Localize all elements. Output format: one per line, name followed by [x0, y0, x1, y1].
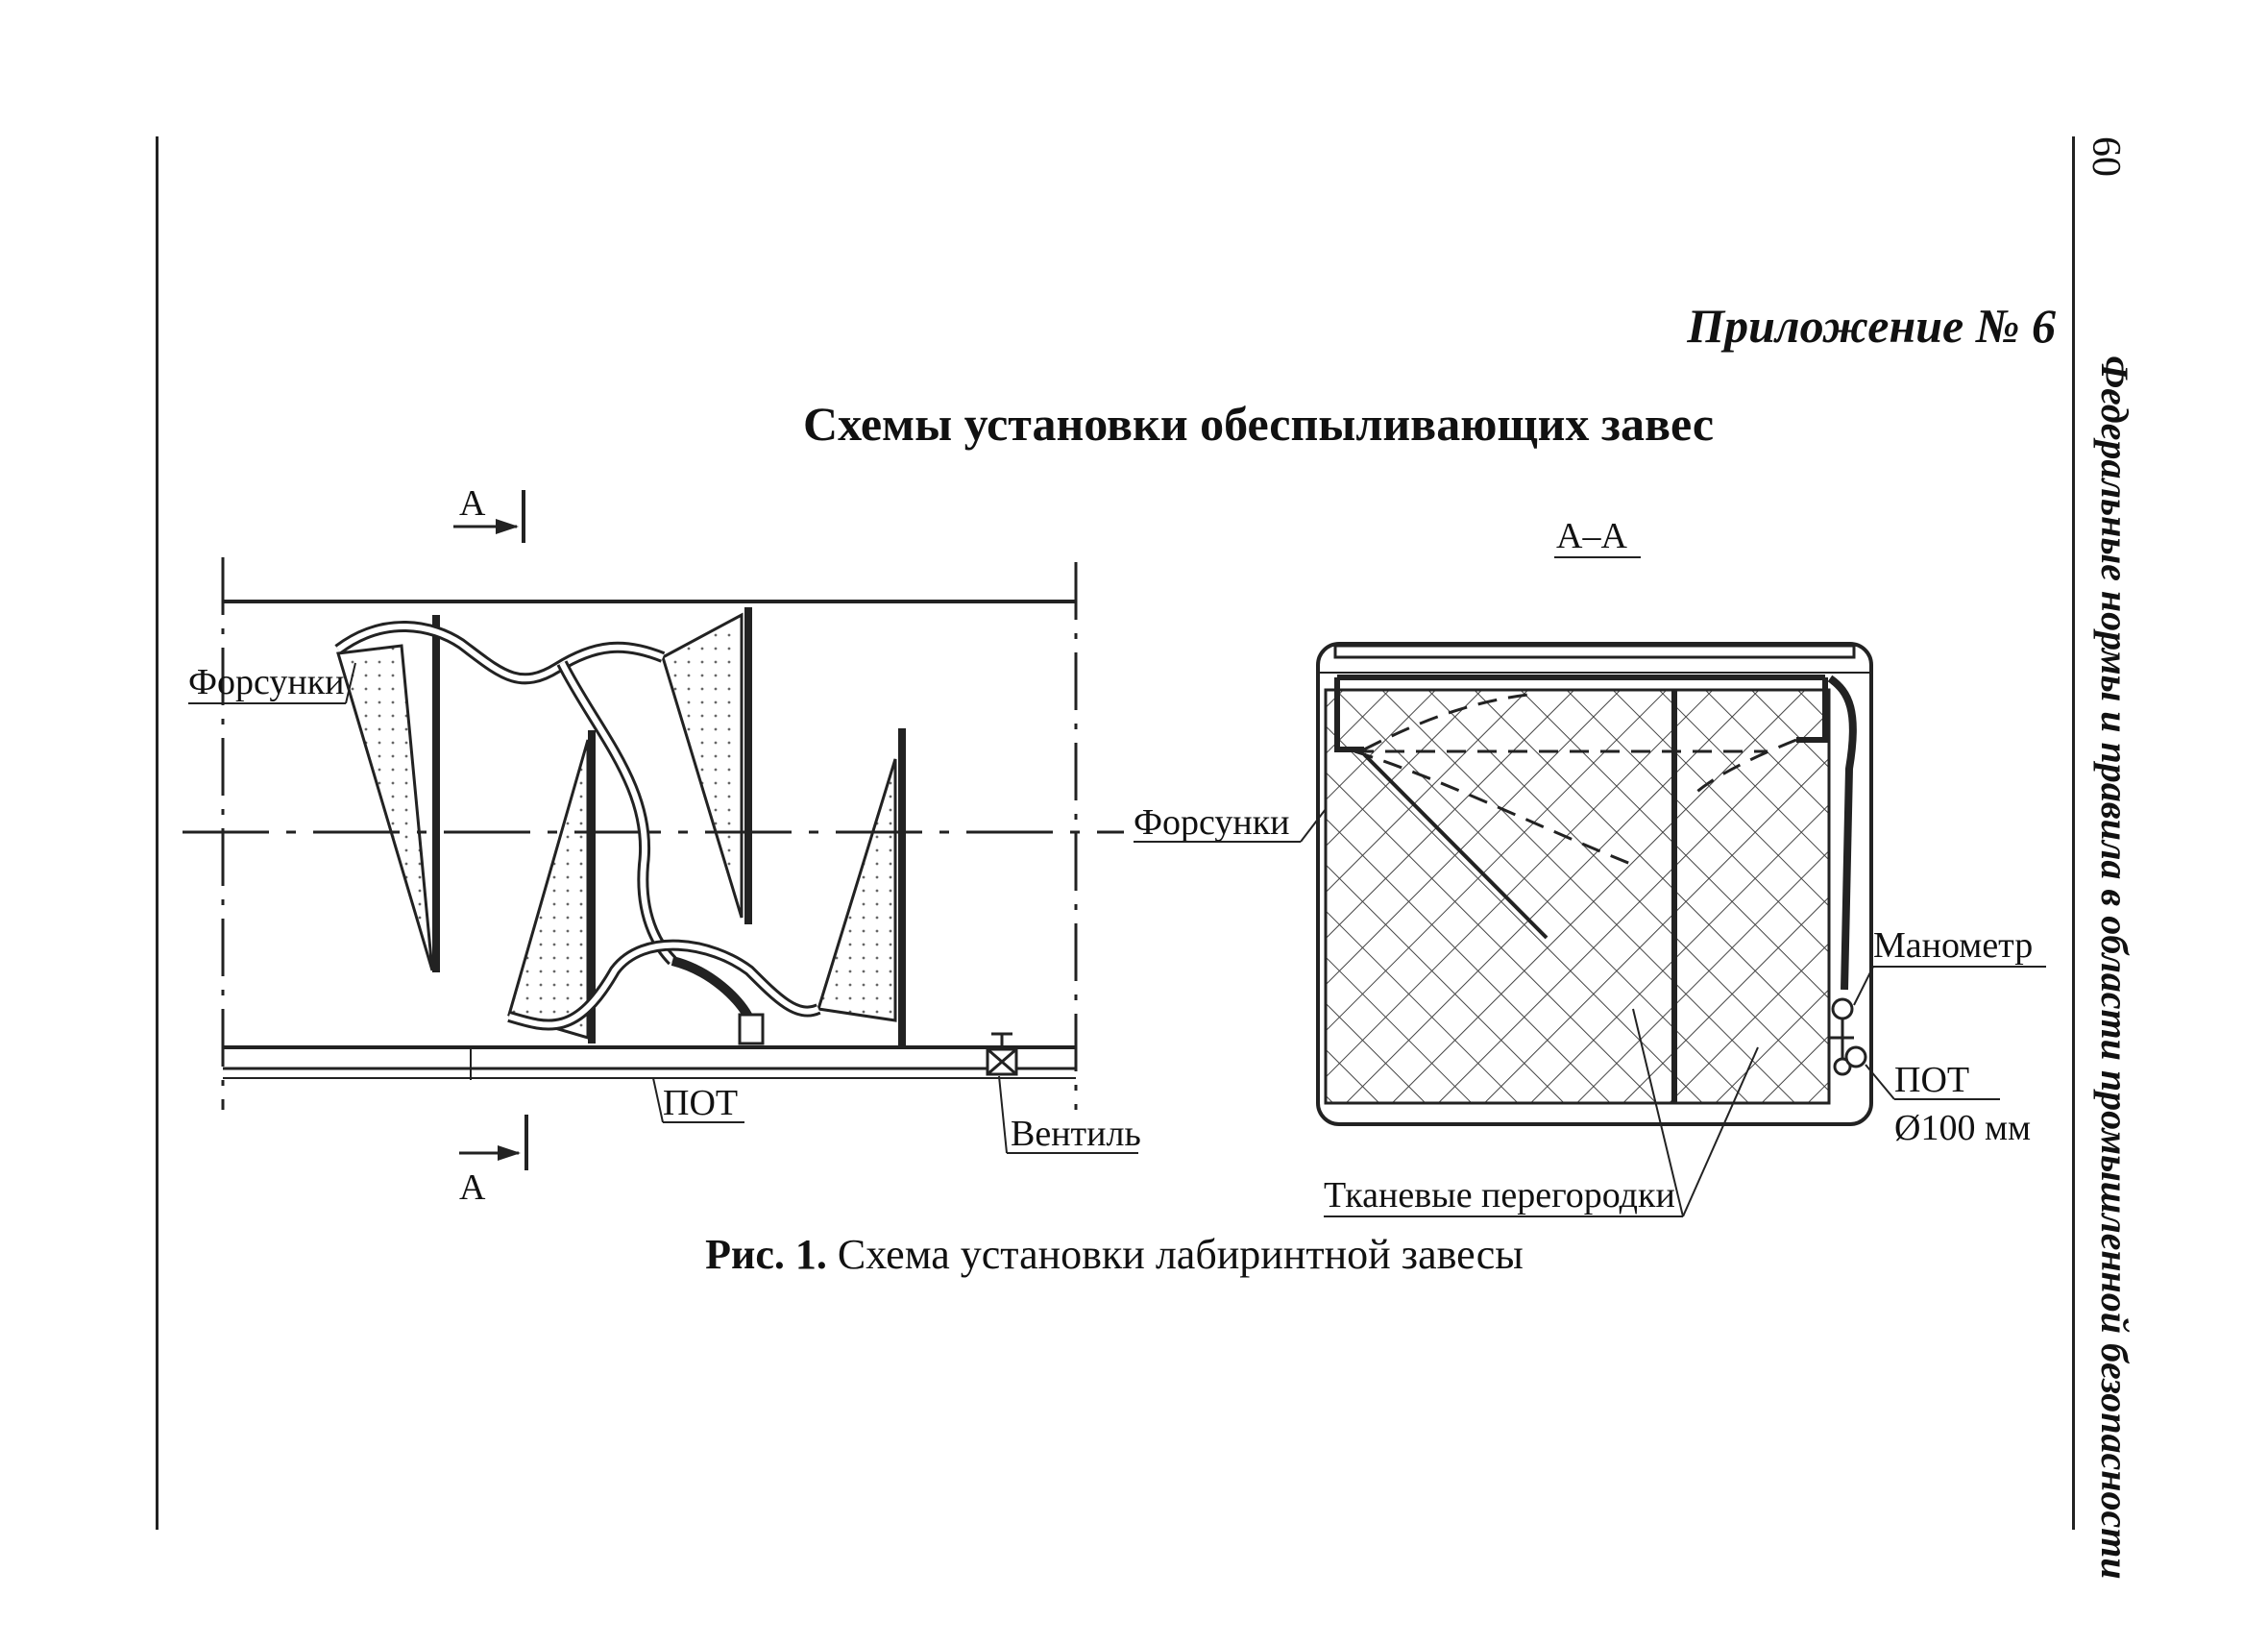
running-title: Федеральные нормы и правила в области пр… [2093, 356, 2136, 1580]
pipe-diameter-label: Ø100 мм [1894, 1108, 2031, 1148]
page-number: 60 [2084, 136, 2128, 177]
section-view: А–А Форсунки [1134, 516, 2046, 1217]
plan-valve-label: Вентиль [1011, 1114, 1141, 1154]
appendix-label: Приложение № 6 [1687, 299, 2056, 353]
section-mark-top: А [453, 483, 525, 543]
plan-pipe-label: ПОТ [663, 1083, 738, 1123]
nozzle-jet [1362, 752, 1549, 940]
gauge-label: Манометр [1873, 925, 2033, 966]
partitions-label: Тканевые перегородки [1324, 1175, 1675, 1215]
section-mark-top-label: А [459, 483, 486, 524]
section-title: А–А [1556, 516, 1627, 556]
figure-caption-text: Схема установки лабиринтной завесы [826, 1231, 1524, 1278]
valve-icon [986, 1032, 1018, 1076]
section-heading: Схемы установки обеспыливающих завес [802, 397, 1715, 451]
partition-2 [744, 607, 752, 924]
spray-cone-2 [661, 612, 744, 919]
section-nozzles-label: Форсунки [1134, 802, 1290, 843]
section-pipe-label: ПОТ [1894, 1060, 1969, 1100]
partition-1 [432, 615, 440, 972]
spray-cone-3 [507, 739, 590, 1041]
section-mark-bottom-label: А [459, 1167, 486, 1208]
partition-4 [898, 728, 906, 1045]
spray-cone-4 [817, 758, 897, 1022]
partition-3 [588, 730, 596, 1043]
riser-pipe [1827, 675, 1857, 991]
section-mark-bottom: А [459, 1115, 528, 1208]
plan-nozzles-label: Форсунки [188, 662, 345, 702]
plan-view: А А Форсунки ПОТ Вентиль [183, 483, 1141, 1208]
page-left-rule [156, 136, 159, 1530]
fabric-partition-1 [1324, 688, 1675, 1105]
page-right-rule [2072, 136, 2075, 1530]
figure-caption: Рис. 1. Схема установки лабиринтной заве… [538, 1230, 1691, 1279]
gauge-icon [1830, 997, 1867, 1076]
spray-cone-1 [336, 644, 434, 971]
pipe-connector [738, 1013, 765, 1045]
figure-caption-number: Рис. 1. [705, 1231, 827, 1278]
